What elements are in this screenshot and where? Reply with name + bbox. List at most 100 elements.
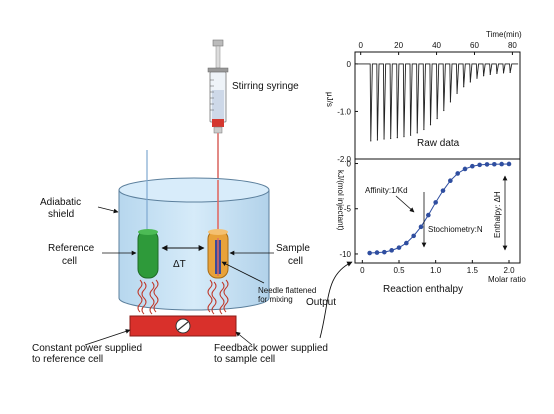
sample-heater-coil xyxy=(207,279,229,315)
output-label: Output xyxy=(306,297,336,308)
enth-y-tick-label-0: 0 xyxy=(347,160,352,169)
reference-cell-label-2: cell xyxy=(62,256,77,267)
raw-x-tick-label-2: 40 xyxy=(432,41,441,50)
enth-point-6 xyxy=(411,233,416,239)
raw-peak-12 xyxy=(449,101,452,103)
enthalpy-y-ticks: 0 -5 -10 xyxy=(339,160,358,259)
enthalpy-ylabel: kJ/(mol injectant) xyxy=(336,170,345,231)
raw-peak-11 xyxy=(443,109,445,112)
enth-point-13 xyxy=(462,166,468,172)
sample-cell-label-1: Sample xyxy=(276,243,310,254)
raw-data-line xyxy=(356,63,519,141)
enth-point-19 xyxy=(506,161,512,167)
enth-point-18 xyxy=(499,161,504,167)
enth-x-tick-label-1: 0.5 xyxy=(393,266,405,275)
enth-point-2 xyxy=(382,249,387,255)
sample-cell-label-2: cell xyxy=(288,256,303,267)
raw-peak-8 xyxy=(423,128,425,131)
raw-data-x-ticks: 0 20 40 60 80 xyxy=(358,41,517,55)
heater-block xyxy=(129,315,237,337)
stirring-syringe-label: Stirring syringe xyxy=(232,81,299,92)
enth-point-7 xyxy=(418,224,424,230)
enth-point-12 xyxy=(455,171,460,176)
sample-cell xyxy=(207,229,229,279)
raw-x-tick-label-3: 60 xyxy=(470,41,479,50)
needle-label-1: Needle flattened xyxy=(258,286,316,295)
raw-peak-0 xyxy=(370,140,372,142)
enth-x-tick-label-2: 1.0 xyxy=(430,266,442,275)
reference-cell xyxy=(137,229,159,279)
enth-point-4 xyxy=(396,245,402,250)
raw-peak-2 xyxy=(383,138,385,140)
constant-power-label-1: Constant power supplied xyxy=(32,343,142,354)
adiabatic-shield-label-2: shield xyxy=(48,209,74,220)
raw-y-tick-label-0: 0 xyxy=(347,60,352,69)
enth-point-5 xyxy=(404,240,409,246)
raw-peak-1 xyxy=(376,139,379,141)
enth-x-tick-label-4: 2.0 xyxy=(503,266,515,275)
enth-point-9 xyxy=(433,200,438,205)
enth-point-3 xyxy=(389,248,394,253)
enthalpy-fit-curve xyxy=(369,163,510,254)
stoichiometry-annotation: Stochiometry:N xyxy=(428,225,483,234)
output-curve-arrow xyxy=(319,261,353,339)
raw-peak-17 xyxy=(483,75,485,77)
enth-point-0 xyxy=(367,250,372,256)
raw-peak-13 xyxy=(456,92,458,94)
reference-heater-coil xyxy=(137,279,159,315)
raw-peak-5 xyxy=(403,136,405,138)
raw-data-ylabel: μJ/s xyxy=(325,92,334,107)
enthalpy-annotation: Enthalpy: ΔH xyxy=(493,191,502,238)
raw-x-tick-label-4: 80 xyxy=(508,41,517,50)
enth-point-16 xyxy=(484,162,490,167)
raw-data-chart: Time(min) Raw data μJ/s 0 20 40 60 80 0 -1.0 -… xyxy=(325,30,522,164)
raw-peak-4 xyxy=(396,137,398,139)
enthalpy-data-points xyxy=(367,161,512,256)
constant-power-label-2: to reference cell xyxy=(32,354,103,365)
enthalpy-xlabel: Molar ratio xyxy=(488,275,526,284)
raw-peak-9 xyxy=(429,124,432,126)
raw-peak-10 xyxy=(436,117,438,120)
raw-x-tick-label-1: 20 xyxy=(394,41,403,50)
raw-y-tick-label-2: -2.0 xyxy=(337,155,351,164)
raw-y-tick-label-1: -1.0 xyxy=(337,107,351,116)
raw-peak-18 xyxy=(489,73,491,75)
enth-x-tick-label-3: 1.5 xyxy=(467,266,479,275)
enth-point-14 xyxy=(470,163,475,169)
enth-point-15 xyxy=(477,162,482,168)
enth-point-11 xyxy=(448,178,453,184)
needle-label-2: for mixing xyxy=(258,295,293,304)
enthalpy-plot-frame xyxy=(354,158,521,264)
raw-data-title: Raw data xyxy=(417,138,460,149)
feedback-power-label-2: to sample cell xyxy=(214,354,275,365)
syringe-plunger-tip xyxy=(212,119,224,127)
enthalpy-title: Reaction enthalpy xyxy=(383,284,463,295)
raw-peak-7 xyxy=(416,132,418,134)
affinity-annotation: Affinity:1/Kd xyxy=(365,186,408,195)
raw-peak-20 xyxy=(502,72,505,74)
delta-t-label: ΔT xyxy=(173,259,186,270)
enth-y-tick-label-1: -5 xyxy=(344,205,352,214)
reference-cell-label-1: Reference xyxy=(48,243,95,254)
enthalpy-chart: kJ/(mol injectant) Reaction enthalpy Mol… xyxy=(336,158,526,295)
apparatus: Stirring syringe ΔT xyxy=(32,39,353,365)
raw-peak-3 xyxy=(390,137,392,140)
raw-peak-19 xyxy=(496,72,498,74)
raw-data-xlabel: Time(min) xyxy=(486,30,522,39)
enth-x-tick-label-0: 0 xyxy=(360,266,365,275)
enthalpy-x-ticks: 0 0.5 1.0 1.5 2.0 xyxy=(360,260,515,275)
enth-y-tick-label-2: -10 xyxy=(339,250,351,259)
enth-point-8 xyxy=(426,212,431,218)
feedback-power-label-1: Feedback power supplied xyxy=(214,343,328,354)
raw-x-tick-label-0: 0 xyxy=(358,41,363,50)
enth-point-17 xyxy=(492,161,497,167)
enth-point-1 xyxy=(374,250,380,255)
enth-point-10 xyxy=(440,188,446,193)
raw-peak-6 xyxy=(410,134,412,136)
enth-fit-line xyxy=(369,163,510,254)
raw-data-trace xyxy=(356,63,519,142)
raw-peak-14 xyxy=(463,86,465,88)
raw-peak-16 xyxy=(476,77,478,79)
raw-peak-21 xyxy=(509,71,511,74)
